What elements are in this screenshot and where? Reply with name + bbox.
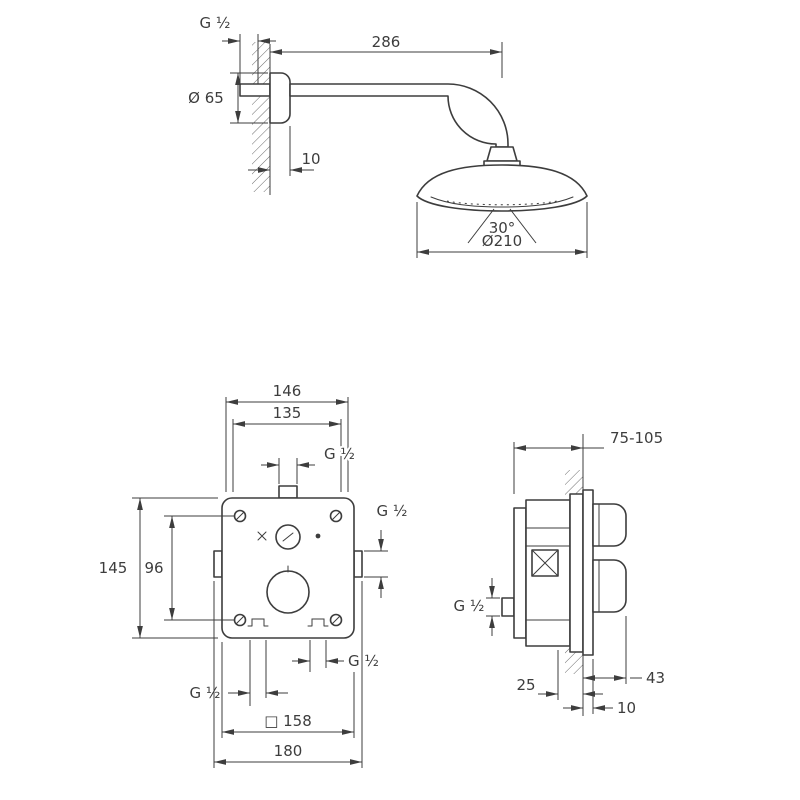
wall-flange <box>269 72 291 124</box>
thread-bottom-right-label: G ½ <box>348 652 379 670</box>
valve-body-front <box>569 493 584 653</box>
shower-head-assembly-view: 286 G ½ Ø 65 10 30° Ø210 <box>186 12 588 258</box>
thermostat-knob <box>266 565 310 614</box>
upper-handle <box>592 503 627 547</box>
valve-front-view: 146 135 G ½ G ½ 145 <box>97 380 409 768</box>
valve-side-view: 75-105 G ½ 25 43 10 <box>452 427 668 719</box>
dim-flange-diameter-label: Ø 65 <box>188 89 224 107</box>
dim-install-depth: 75-105 <box>513 427 665 494</box>
trim-plate <box>582 489 594 656</box>
concealed-supply-pipe <box>239 83 271 97</box>
dim-thread-bottom-right: G ½ <box>292 640 381 672</box>
dim-thread-top-port: G ½ <box>261 443 357 484</box>
dim-trim-offset-label: 10 <box>617 699 636 717</box>
valve-body-back <box>513 507 527 639</box>
bottom-port-marks <box>247 618 329 627</box>
dim-height-outer: 145 <box>97 497 218 639</box>
dim-width-overall-label: 180 <box>274 742 303 760</box>
dim-height-inner-label: 96 <box>144 559 163 577</box>
dim-arm-projection-label: 286 <box>372 33 401 51</box>
dim-trim-offset: 10 <box>563 659 638 719</box>
dim-depth-front-label: 25 <box>516 676 535 694</box>
dim-thread-top: G ½ <box>198 12 276 84</box>
dim-thread-bottom-left: G ½ <box>188 640 288 706</box>
dim-width-overall: 180 <box>213 581 363 768</box>
inlet-stub <box>501 597 515 617</box>
dim-thread-inlet: G ½ <box>452 578 500 636</box>
valve-body-detail <box>525 527 571 621</box>
shower-head <box>416 164 588 212</box>
dim-spray-angle: 30° <box>487 217 518 239</box>
corner-screws <box>233 509 343 627</box>
dim-height-outer-label: 145 <box>99 559 128 577</box>
thread-right-port-label: G ½ <box>377 502 408 520</box>
dim-flange-offset: 10 <box>248 126 323 176</box>
shower-arm <box>289 83 509 148</box>
dim-flange-diameter: Ø 65 <box>186 72 268 124</box>
dim-square-size: □ 158 <box>221 642 355 738</box>
diverter-knob <box>257 524 321 550</box>
dim-handle-projection-label: 43 <box>646 669 665 687</box>
lower-handle <box>592 559 627 613</box>
dim-spray-angle-label: 30° <box>489 219 516 237</box>
spray-cone-lines <box>467 208 537 244</box>
left-tab <box>213 550 223 578</box>
thread-top-port-label: G ½ <box>324 445 355 463</box>
thread-bottom-left-label: G ½ <box>190 684 221 702</box>
arm-connector-nut <box>486 146 518 162</box>
top-port <box>278 485 298 499</box>
thread-inlet-label: G ½ <box>454 597 485 615</box>
dim-height-inner: 96 <box>142 515 234 621</box>
dim-width-inner-label: 135 <box>273 404 302 422</box>
thread-top-label: G ½ <box>200 14 231 32</box>
dim-thread-right-port: G ½ <box>364 500 409 598</box>
dim-width-upper: 146 <box>225 380 349 492</box>
dim-head-diameter-label: Ø210 <box>482 232 522 250</box>
dim-arm-projection: 286 <box>270 31 503 78</box>
dim-width-inner: 135 <box>232 402 342 492</box>
dim-handle-projection: 43 <box>583 616 667 689</box>
dim-flange-offset-label: 10 <box>301 150 320 168</box>
wall-section <box>252 42 271 195</box>
dim-depth-front: 25 <box>514 650 603 700</box>
dim-head-diameter: Ø210 <box>416 202 588 258</box>
dim-square-size-label: □ 158 <box>264 712 312 730</box>
dim-install-depth-label: 75-105 <box>610 429 663 447</box>
right-tab <box>353 550 363 578</box>
dim-width-upper-label: 146 <box>273 382 302 400</box>
